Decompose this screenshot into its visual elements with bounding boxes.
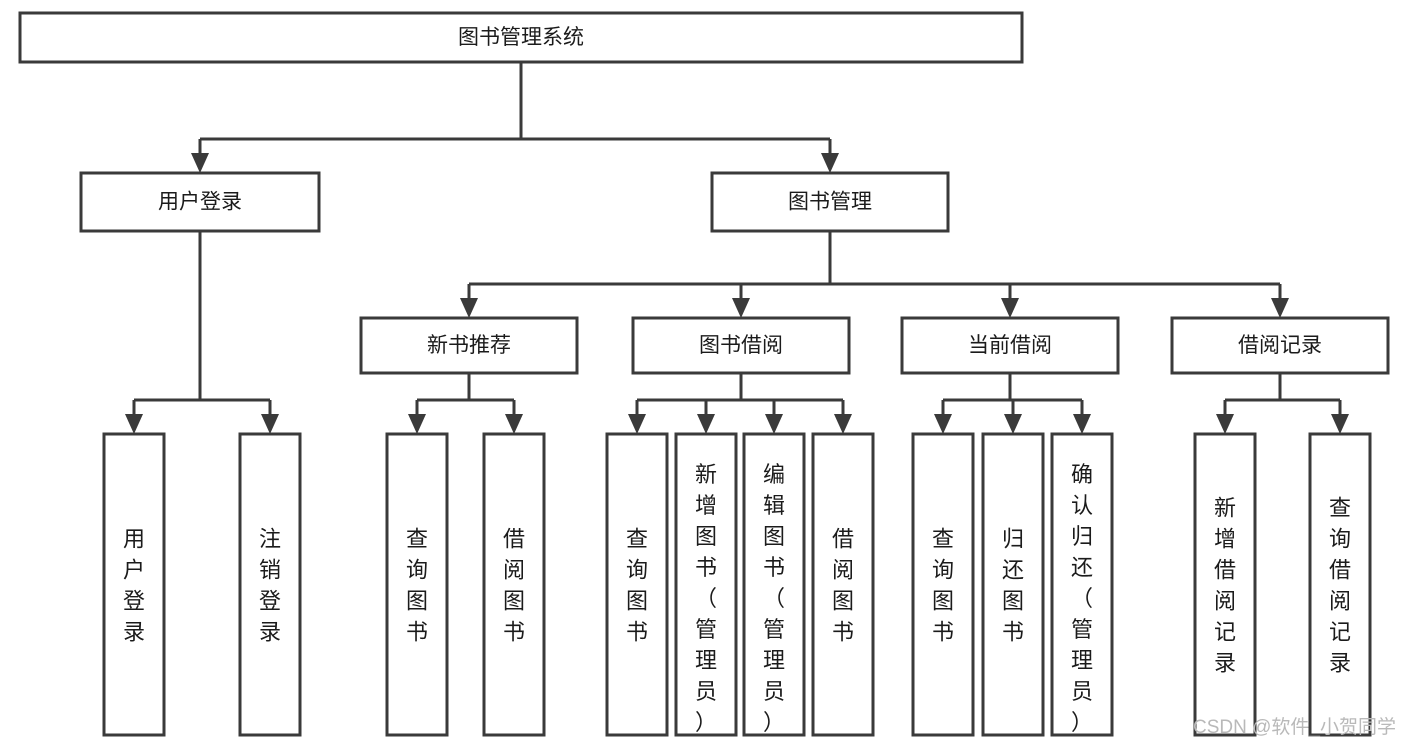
- node-book-borrow[interactable]: 图书借阅: [631, 316, 851, 375]
- node-label-leaf-borrow-book-1: 借阅图书: [503, 527, 525, 645]
- node-label-leaf-query-book-3: 查询图书: [932, 527, 954, 645]
- node-leaf-user-login[interactable]: 用户登录: [102, 432, 166, 737]
- node-label-leaf-add-book: 新增图书（管理员）: [695, 462, 717, 735]
- node-box-leaf-query-book-3: [911, 432, 975, 737]
- node-label-leaf-confirm-return: 确认归还（管理员）: [1071, 462, 1093, 735]
- node-box-book-manage: [710, 171, 950, 233]
- node-box-borrow-record: [1170, 316, 1390, 375]
- node-leaf-query-book-3[interactable]: 查询图书: [911, 432, 975, 737]
- node-leaf-borrow-book-1[interactable]: 借阅图书: [482, 432, 546, 737]
- node-box-leaf-query-book-1: [385, 432, 449, 737]
- node-leaf-query-book-2[interactable]: 查询图书: [605, 432, 669, 737]
- node-label-leaf-logout: 注销登录: [259, 527, 281, 645]
- node-box-leaf-query-record: [1308, 432, 1372, 737]
- node-label-root: 图书管理系统: [458, 26, 584, 49]
- node-box-leaf-borrow-book-1: [482, 432, 546, 737]
- node-label-leaf-query-book-1: 查询图书: [406, 527, 428, 645]
- node-leaf-query-record[interactable]: 查询借阅记录: [1308, 432, 1372, 737]
- node-box-leaf-add-record: [1193, 432, 1257, 737]
- node-leaf-return-book[interactable]: 归还图书: [981, 432, 1045, 737]
- node-root[interactable]: 图书管理系统: [18, 11, 1024, 64]
- node-leaf-query-book-1[interactable]: 查询图书: [385, 432, 449, 737]
- node-leaf-borrow-book-2[interactable]: 借阅图书: [811, 432, 875, 737]
- node-box-leaf-user-login: [102, 432, 166, 737]
- node-label-leaf-query-book-2: 查询图书: [626, 527, 648, 645]
- connector-layer: [125, 62, 1349, 434]
- node-box-leaf-query-book-2: [605, 432, 669, 737]
- node-leaf-edit-book[interactable]: 编辑图书（管理员）: [742, 432, 806, 737]
- node-box-leaf-logout: [238, 432, 302, 737]
- node-label-leaf-return-book: 归还图书: [1002, 527, 1024, 645]
- node-box-root: [18, 11, 1024, 64]
- node-label-leaf-query-record: 查询借阅记录: [1329, 496, 1351, 676]
- node-label-new-book-rec: 新书推荐: [427, 334, 511, 357]
- node-label-leaf-borrow-book-2: 借阅图书: [832, 527, 854, 645]
- node-box-leaf-add-book: [674, 432, 738, 737]
- node-box-current-borrow: [900, 316, 1120, 375]
- node-label-leaf-add-record: 新增借阅记录: [1214, 496, 1236, 676]
- node-label-current-borrow: 当前借阅: [968, 334, 1052, 357]
- node-box-leaf-borrow-book-2: [811, 432, 875, 737]
- node-box-leaf-edit-book: [742, 432, 806, 737]
- node-box-leaf-return-book: [981, 432, 1045, 737]
- node-leaf-logout[interactable]: 注销登录: [238, 432, 302, 737]
- node-label-leaf-user-login: 用户登录: [123, 527, 145, 645]
- node-new-book-rec[interactable]: 新书推荐: [359, 316, 579, 375]
- node-box-leaf-confirm-return: [1050, 432, 1114, 737]
- watermark-label: CSDN @软件_小贺同学: [1193, 716, 1396, 738]
- node-book-manage[interactable]: 图书管理: [710, 171, 950, 233]
- node-current-borrow[interactable]: 当前借阅: [900, 316, 1120, 375]
- node-label-leaf-edit-book: 编辑图书（管理员）: [763, 462, 785, 735]
- node-user-login[interactable]: 用户登录: [79, 171, 321, 233]
- node-box-book-borrow: [631, 316, 851, 375]
- node-layer: 图书管理系统用户登录图书管理新书推荐图书借阅当前借阅借阅记录用户登录注销登录查询…: [18, 11, 1390, 737]
- node-leaf-confirm-return[interactable]: 确认归还（管理员）: [1050, 432, 1114, 737]
- node-label-borrow-record: 借阅记录: [1238, 334, 1322, 357]
- node-label-book-borrow: 图书借阅: [699, 334, 783, 357]
- node-borrow-record[interactable]: 借阅记录: [1170, 316, 1390, 375]
- node-leaf-add-record[interactable]: 新增借阅记录: [1193, 432, 1257, 737]
- node-label-book-manage: 图书管理: [788, 191, 872, 214]
- node-label-user-login: 用户登录: [158, 191, 242, 214]
- node-box-new-book-rec: [359, 316, 579, 375]
- node-box-user-login: [79, 171, 321, 233]
- node-leaf-add-book[interactable]: 新增图书（管理员）: [674, 432, 738, 737]
